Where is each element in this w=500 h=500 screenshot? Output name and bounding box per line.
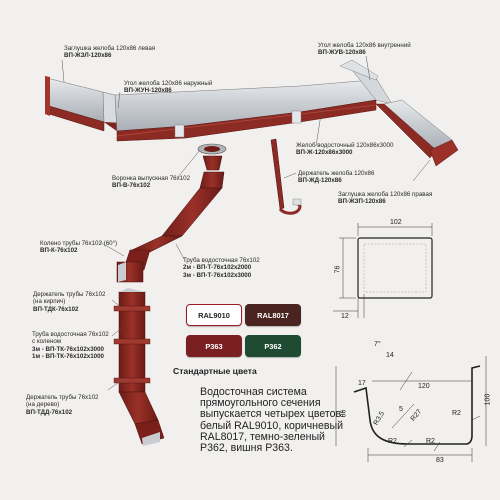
- swatch-ral8017: RAL8017: [245, 304, 301, 326]
- dim-14: 14: [386, 352, 394, 359]
- dim-r2-c: R2: [452, 410, 461, 417]
- dim-pipe-height: 76: [334, 265, 342, 274]
- swatch-ral9010: RAL9010: [186, 304, 242, 326]
- leader-lines: [61, 55, 431, 391]
- end-cap-right-shape: [429, 139, 459, 167]
- swatch-p363: P363: [186, 335, 242, 357]
- pipe-cross-section: [333, 223, 433, 318]
- label-gutter-bracket: Держатель желоба 120х86 ВП-ЖД-120х86: [298, 170, 375, 185]
- label-end-cap-left: Заглушка желоба 120х86 левая ВП-ЖЗЛ-120х…: [64, 45, 156, 60]
- label-pipe-holder-brick: Держатель трубы 76х102 (на кирпич) ВП-ТД…: [33, 291, 106, 313]
- end-cap-left-shape: [45, 76, 50, 116]
- dim-100: 100: [484, 393, 492, 406]
- description-text: Водосточная система прямоугольного сечен…: [200, 386, 345, 455]
- dim-angle: 7°: [374, 341, 381, 348]
- dim-120: 120: [418, 383, 430, 390]
- label-outlet-funnel: Воронка выпускная 76х102 ВП-В-76х102: [112, 175, 191, 190]
- gutter-profile: [335, 356, 487, 462]
- dim-5: 5: [399, 406, 403, 413]
- dim-pipe-width: 102: [390, 219, 402, 226]
- label-pipe-with-elbow: Труба водосточная 76х102 с коленом 3м - …: [32, 331, 109, 361]
- dim-r2-b: R2: [426, 438, 435, 445]
- upper-pipe: [116, 171, 225, 283]
- label-gutter: Желоб водосточный 120х86х3000 ВП-Ж-120х8…: [296, 142, 394, 157]
- label-outer-corner: Угол желоба 120х86 наружный ВП-ЖУН-120х8…: [124, 80, 213, 95]
- dim-r2-a: R2: [388, 438, 397, 445]
- label-elbow: Колено трубы 76х102 (60°) ВП-К-76х102: [40, 240, 118, 255]
- dim-86: 86: [340, 409, 348, 418]
- standard-colors-title: Стандартные цвета: [173, 366, 257, 376]
- label-end-cap-right: Заглушка желоба 120х86 правая ВП-ЖЗП-120…: [338, 191, 433, 206]
- label-pipe: Труба водосточная 76х102 2м - ВП-Т-76х10…: [183, 257, 260, 279]
- inner-corner-back: [339, 59, 379, 81]
- dim-83: 83: [436, 457, 444, 464]
- gutter-bracket: [270, 138, 302, 215]
- dim-17: 17: [358, 380, 366, 387]
- outlet-funnel: [197, 143, 227, 171]
- swatch-p362: P362: [245, 335, 301, 357]
- dim-pipe-wall: 12: [341, 313, 349, 320]
- gutter-assembly: [45, 59, 459, 167]
- label-pipe-holder-wood: Держатель трубы 76х102 (на дерево) ВП-ТД…: [26, 394, 99, 416]
- label-inner-corner: Угол желоба 120х86 внутренний ВП-ЖУВ-120…: [318, 42, 411, 57]
- lower-pipe: [113, 288, 165, 446]
